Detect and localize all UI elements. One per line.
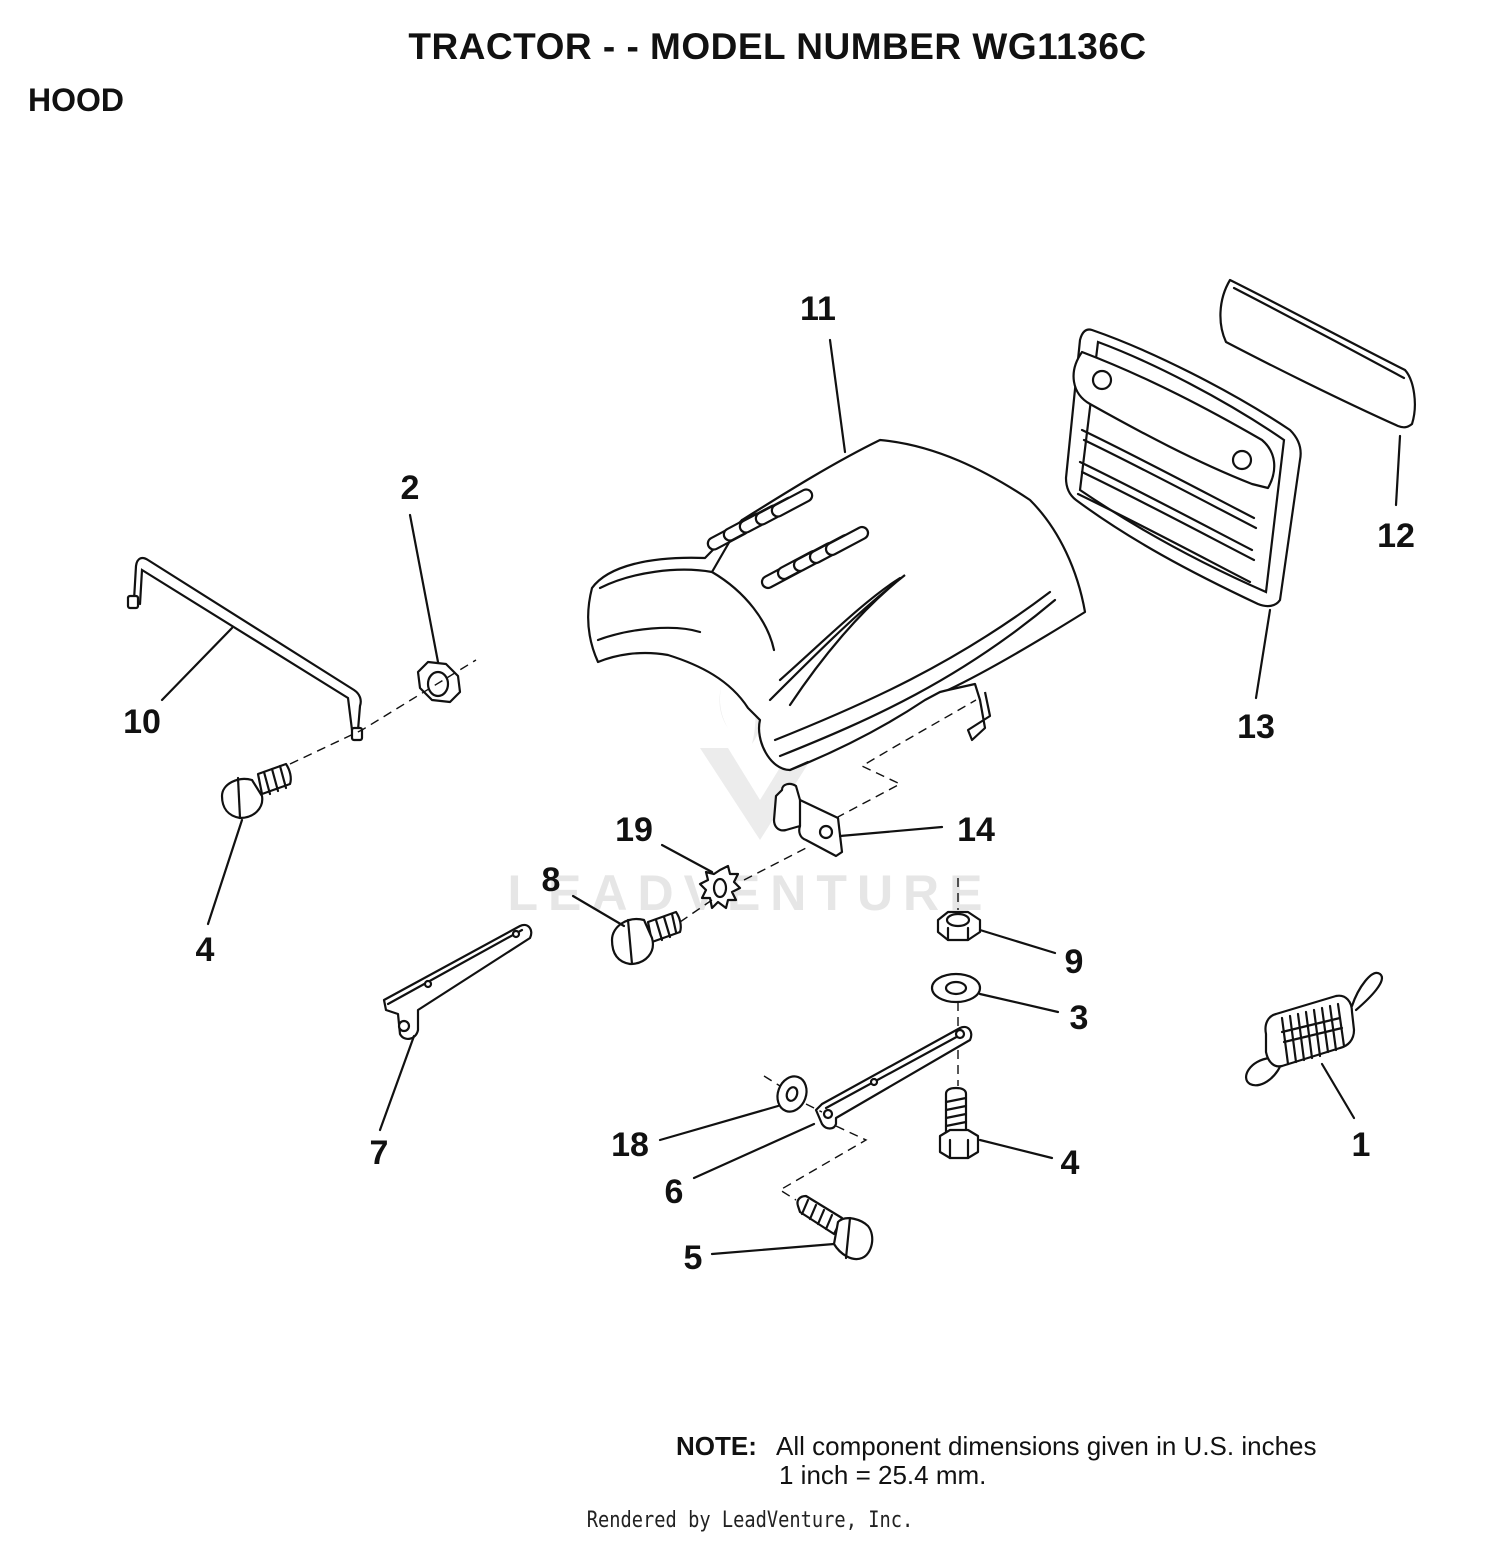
footer-credit: Rendered by LeadVenture, Inc. bbox=[586, 1508, 914, 1533]
note-line-1: All component dimensions given in U.S. i… bbox=[776, 1431, 1317, 1461]
part-18-washer bbox=[776, 1075, 808, 1113]
part-14-bracket bbox=[772, 782, 844, 858]
callout-8: 8 bbox=[542, 861, 561, 899]
page-title: TRACTOR - - MODEL NUMBER WG1136C bbox=[408, 26, 1147, 67]
part-9-nut bbox=[936, 910, 982, 942]
callout-19: 19 bbox=[615, 811, 653, 849]
callout-1: 1 bbox=[1352, 1126, 1371, 1164]
callout-5: 5 bbox=[684, 1239, 703, 1277]
callout-labels: 11 2 12 13 10 4 14 19 8 9 3 7 1 18 4 6 5 bbox=[123, 290, 1415, 1277]
part-10-rod bbox=[126, 556, 364, 742]
part-6-bar bbox=[814, 1025, 973, 1130]
callout-11: 11 bbox=[800, 290, 836, 328]
part-1-spring bbox=[1245, 971, 1383, 1087]
part-3-washer bbox=[930, 972, 982, 1004]
watermark: LEADVENTURE bbox=[507, 640, 992, 921]
part-8-bolt bbox=[610, 910, 682, 966]
callout-6: 6 bbox=[665, 1173, 684, 1211]
part-4-bolt-right bbox=[938, 1086, 980, 1160]
dimension-note: NOTE: All component dimensions given in U… bbox=[676, 1432, 1317, 1490]
part-13-grille bbox=[1064, 328, 1302, 608]
hood-vent-slots bbox=[706, 488, 870, 590]
callout-4-right: 4 bbox=[1061, 1144, 1080, 1182]
watermark-text: LEADVENTURE bbox=[507, 865, 992, 921]
callout-14: 14 bbox=[957, 811, 995, 849]
alignment-lines bbox=[289, 659, 977, 1201]
callout-2: 2 bbox=[401, 469, 420, 507]
part-5-bolt bbox=[796, 1194, 874, 1261]
callout-13: 13 bbox=[1237, 708, 1275, 746]
note-line-2: 1 inch = 25.4 mm. bbox=[779, 1460, 987, 1490]
part-19-lockwasher bbox=[698, 864, 742, 910]
leader-lines bbox=[160, 338, 1402, 1256]
callout-4-left: 4 bbox=[196, 931, 215, 969]
callout-3: 3 bbox=[1070, 999, 1089, 1037]
callout-7: 7 bbox=[370, 1134, 389, 1172]
section-title: HOOD bbox=[28, 82, 124, 118]
part-11-hood bbox=[587, 438, 1087, 772]
part-7-bracket bbox=[382, 923, 533, 1040]
part-12-emblem bbox=[1219, 278, 1416, 429]
callout-9: 9 bbox=[1065, 943, 1084, 981]
callout-12: 12 bbox=[1377, 517, 1415, 555]
callout-18: 18 bbox=[611, 1126, 649, 1164]
note-label: NOTE: bbox=[676, 1431, 757, 1461]
callout-10: 10 bbox=[123, 703, 161, 741]
part-4-bolt-left bbox=[220, 762, 292, 820]
